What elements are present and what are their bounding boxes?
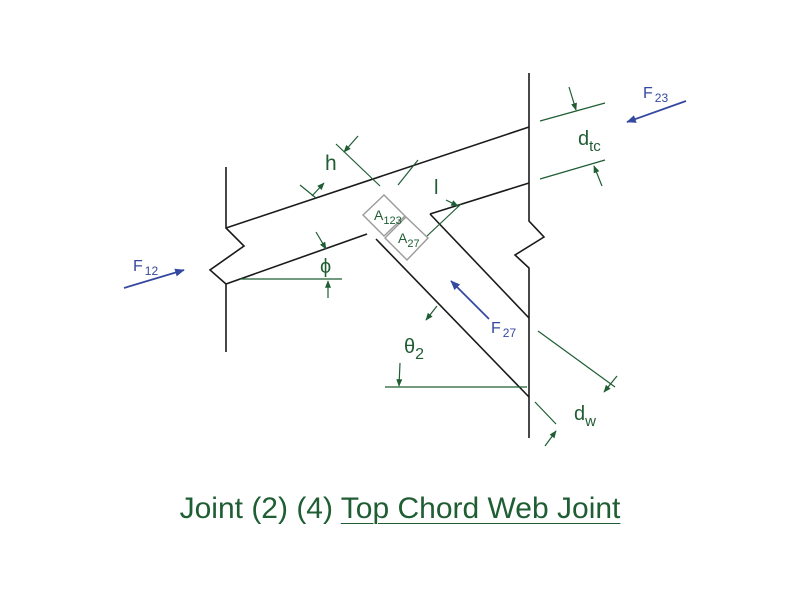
caption-prefix: Joint (2) (4): [179, 492, 333, 525]
dw-extension-top: [537, 330, 616, 388]
top-chord-upper-edge: [225, 126, 530, 229]
l-extension-lower: [426, 203, 462, 237]
label-l: l: [434, 177, 438, 199]
label-dtc: dtc: [578, 128, 601, 155]
h-extension-left: [335, 143, 381, 187]
label-dw: dw: [574, 403, 596, 430]
area-a27-box: [384, 216, 429, 262]
dtc-extension-bottom: [539, 159, 606, 180]
dimensions: [240, 86, 618, 447]
top-chord-lower-edge-left: [225, 233, 368, 285]
area-a123-box: [361, 194, 407, 237]
h-arrow-top: [343, 135, 359, 153]
phi-arrow-top: [315, 231, 327, 250]
label-phi: ϕ: [320, 256, 331, 278]
force-f27-arrow: [450, 280, 490, 320]
theta-arrow-top: [425, 305, 438, 321]
dw-extension-bottom: [534, 401, 557, 425]
caption-title: Top Chord Web Joint: [340, 492, 621, 525]
structure: [208, 73, 546, 438]
force-f12-arrow: [123, 268, 185, 289]
dtc-arrow-top: [568, 86, 577, 111]
label-theta2: θ2: [404, 336, 424, 363]
area-boxes: [361, 194, 429, 262]
label-a27: A27: [398, 230, 420, 250]
dw-arrow-bottom: [544, 430, 557, 447]
label-a123: A123: [374, 207, 402, 227]
forces: [123, 100, 687, 320]
l-extension-top: [397, 159, 419, 186]
dtc-arrow-bottom: [593, 165, 603, 187]
theta-arrow-bottom: [396, 362, 403, 387]
dw-arrow-top: [603, 375, 618, 393]
h-arrow-bottom: [311, 182, 325, 197]
dtc-extension-top: [539, 102, 606, 122]
web-right-edge: [429, 213, 530, 319]
h-extension-right: [299, 184, 317, 199]
force-f23-arrow: [626, 100, 687, 123]
right-break-line: [513, 73, 546, 438]
label-h: h: [325, 152, 337, 175]
l-arrow: [445, 199, 459, 207]
web-left-edge: [375, 238, 530, 398]
diagram-caption: Joint (2) (4) Top Chord Web Joint: [0, 492, 800, 526]
top-chord-lower-edge-right: [429, 182, 530, 215]
left-break-line: [208, 167, 246, 352]
